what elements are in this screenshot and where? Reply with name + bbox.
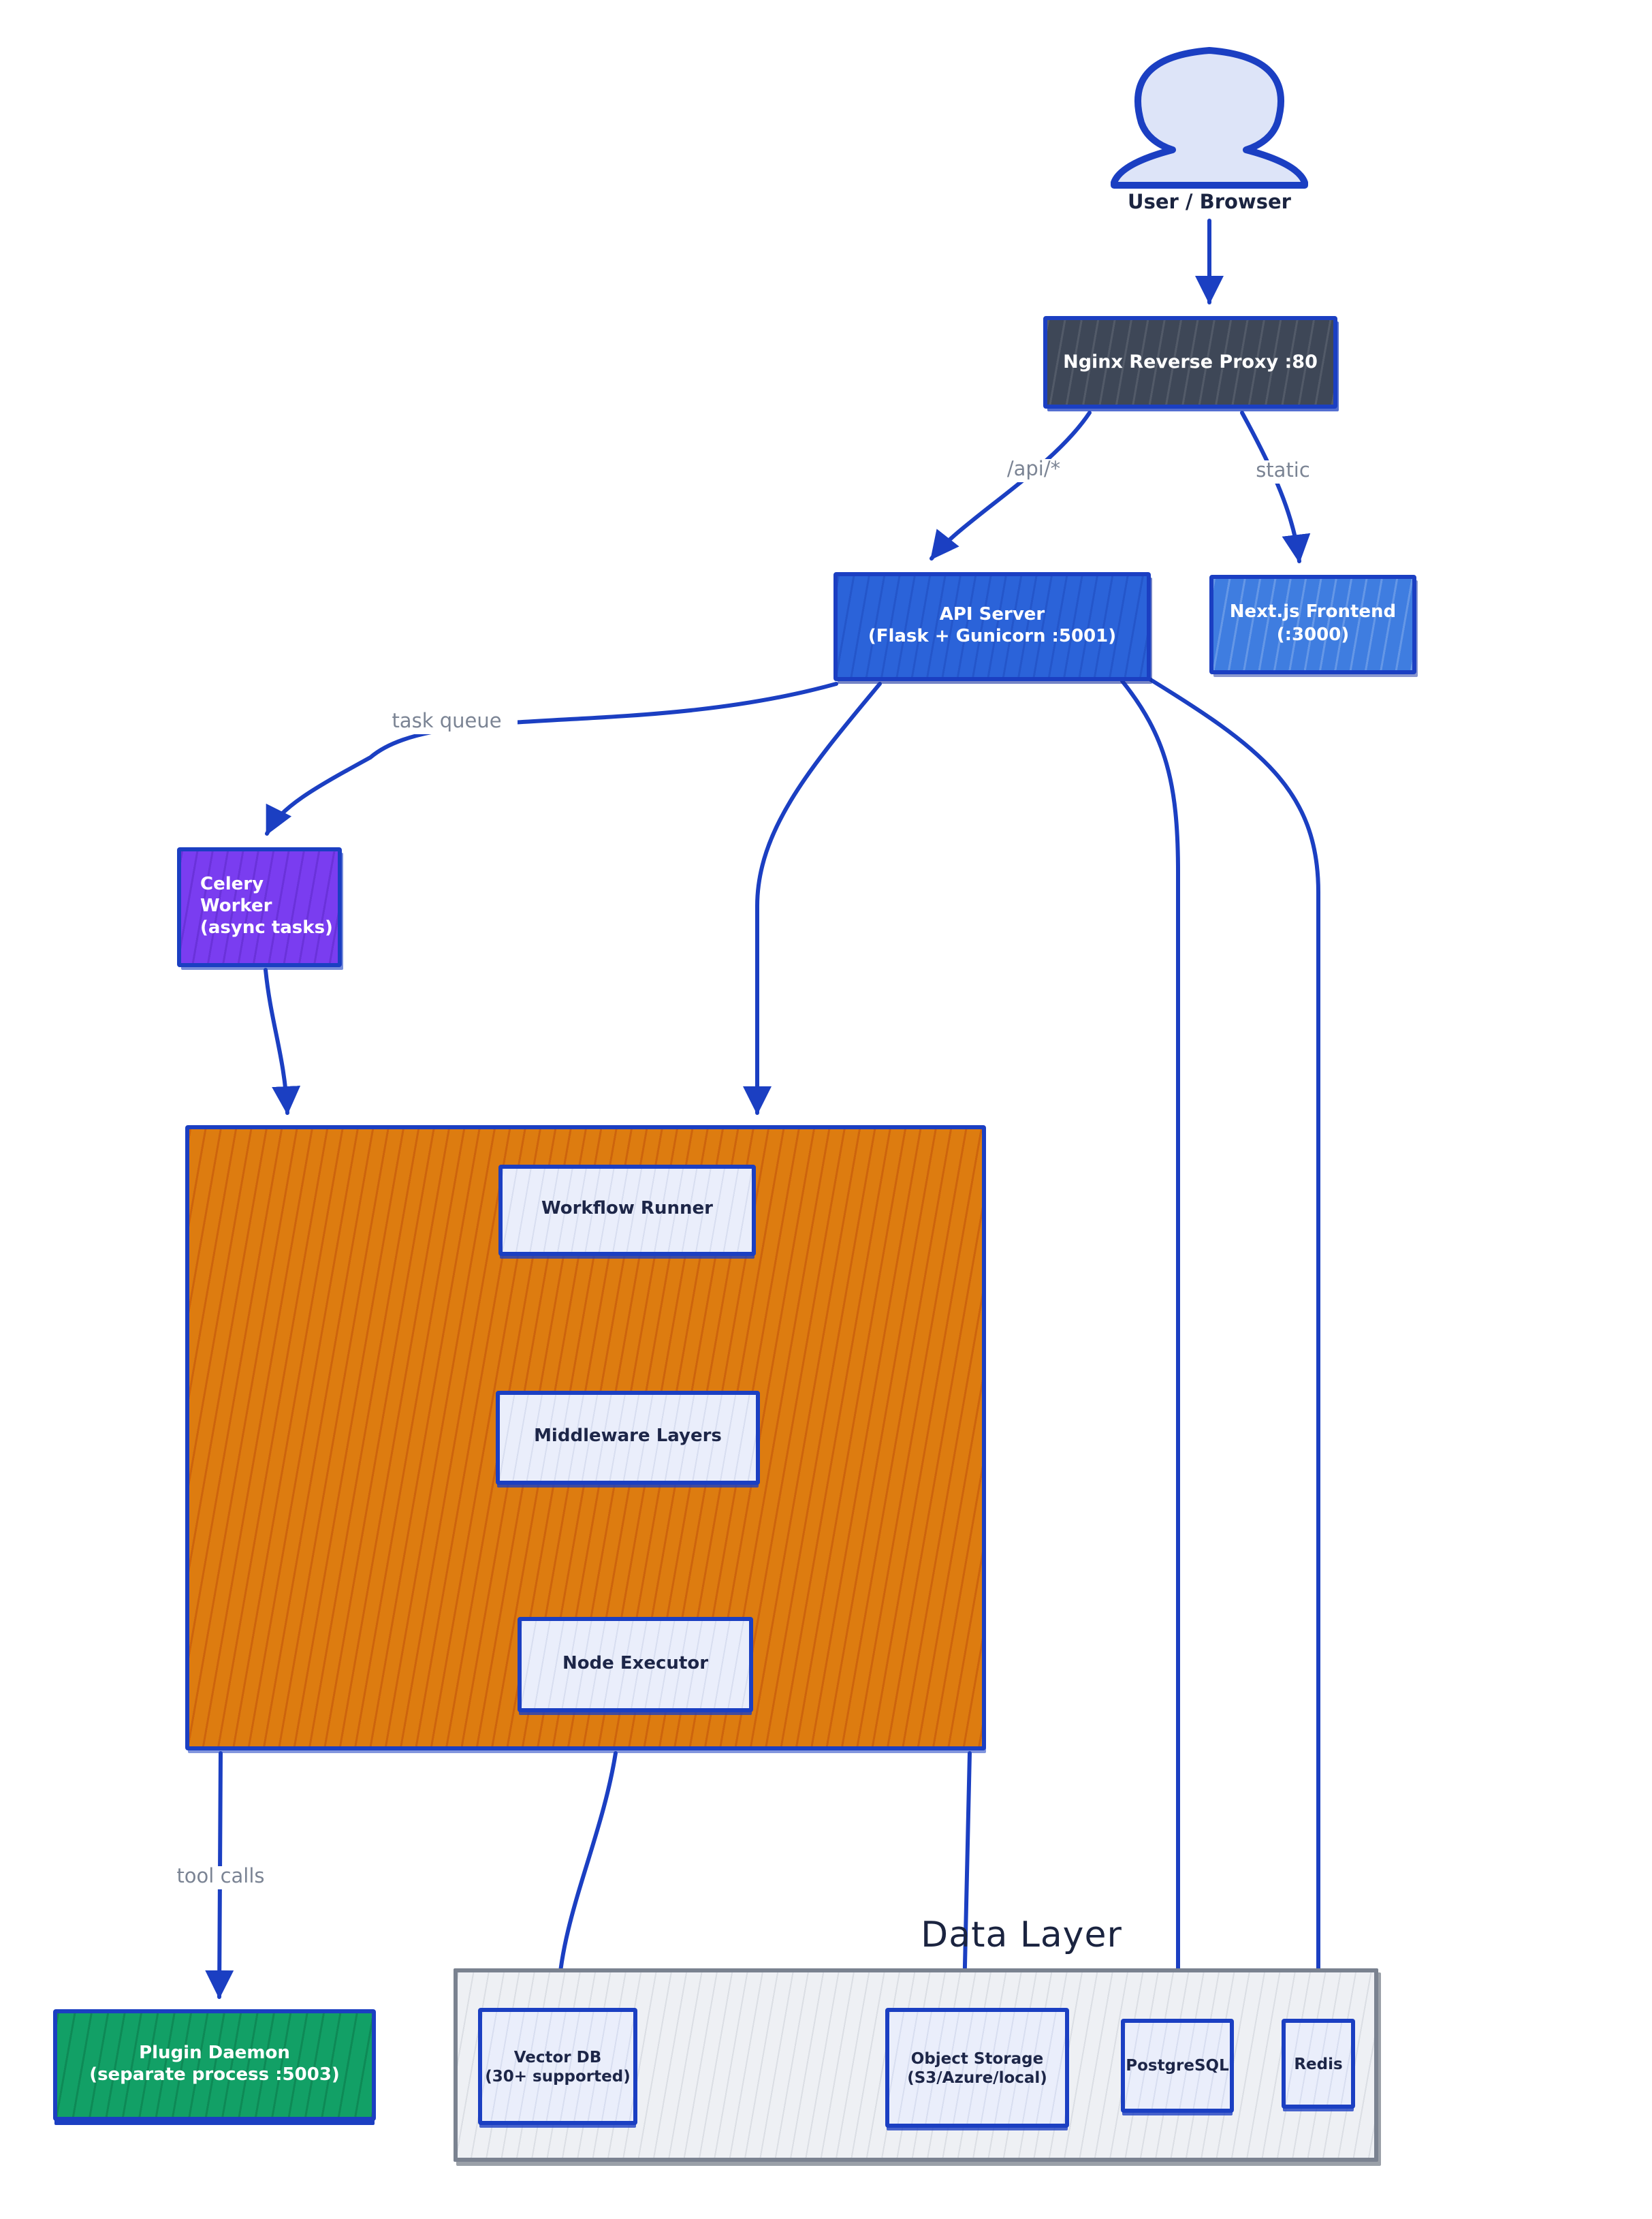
- edge-engine-to-objectstorage: [950, 1751, 979, 1998]
- redis-node: Redis: [1282, 2019, 1355, 2109]
- vector-db-label: Vector DB: [513, 2047, 602, 2066]
- node-executor-label: Node Executor: [562, 1653, 709, 1674]
- user-node-label: User / Browser: [1128, 192, 1291, 214]
- workflow-runner-label: Workflow Runner: [541, 1199, 713, 1220]
- nginx-proxy-node: Nginx Reverse Proxy :80: [1043, 316, 1337, 409]
- api-server-sublabel: (Flask + Gunicorn :5001): [868, 627, 1117, 647]
- middleware-layers-node: Middleware Layers: [496, 1391, 760, 1485]
- nginx-proxy-label: Nginx Reverse Proxy :80: [1063, 351, 1318, 373]
- object-storage-sublabel: (S3/Azure/local): [907, 2068, 1047, 2087]
- vector-db-node: Vector DB (30+ supported): [478, 2008, 637, 2125]
- edge-label-static: static: [1237, 460, 1329, 484]
- edge-label-api-route: /api/*: [983, 459, 1084, 483]
- object-storage-label: Object Storage: [910, 2048, 1044, 2068]
- plugin-daemon-node: Plugin Daemon (separate process :5003): [53, 2009, 376, 2121]
- celery-worker-sublabel: (async tasks): [200, 918, 333, 939]
- edge-label-task-queue: task queue: [376, 711, 518, 735]
- node-executor-node: Node Executor: [518, 1617, 753, 1712]
- edge-api-to-postgresql: [1120, 679, 1192, 2009]
- workflow-runner-node: Workflow Runner: [498, 1165, 756, 1256]
- edge-api-to-engine: [743, 682, 882, 1115]
- celery-worker-node: Celery Worker (async tasks): [177, 847, 342, 967]
- nextjs-frontend-label: Next.js Frontend: [1229, 602, 1397, 623]
- postgresql-node: PostgreSQL: [1121, 2019, 1234, 2113]
- edge-nginx-to-nextjs: [1240, 411, 1311, 563]
- object-storage-node: Object Storage (S3/Azure/local): [885, 2008, 1069, 2128]
- postgresql-label: PostgreSQL: [1126, 2056, 1229, 2075]
- plugin-daemon-sublabel: (separate process :5003): [89, 2065, 340, 2086]
- redis-label: Redis: [1294, 2053, 1343, 2073]
- api-server-label: API Server: [939, 604, 1045, 625]
- user-icon: [1111, 47, 1308, 189]
- vector-db-sublabel: (30+ supported): [485, 2066, 631, 2086]
- celery-worker-label: Celery Worker: [200, 874, 272, 917]
- nextjs-frontend-node: Next.js Frontend (:3000): [1209, 575, 1416, 674]
- nextjs-frontend-sublabel: (:3000): [1276, 625, 1350, 645]
- edge-label-tool-calls: tool calls: [158, 1866, 283, 1890]
- edge-api-to-redis: [1142, 674, 1333, 2009]
- plugin-daemon-label: Plugin Daemon: [139, 2043, 290, 2064]
- edge-nginx-to-api: [930, 411, 1092, 561]
- edge-engine-to-vectordb: [545, 1751, 618, 1998]
- middleware-layers-label: Middleware Layers: [534, 1426, 722, 1447]
- edge-api-to-celery: [265, 682, 838, 836]
- api-server-node: API Server (Flask + Gunicorn :5001): [833, 572, 1151, 681]
- data-layer-title: Data Layer: [921, 1915, 1122, 1956]
- edge-celery-to-engine: [264, 968, 301, 1115]
